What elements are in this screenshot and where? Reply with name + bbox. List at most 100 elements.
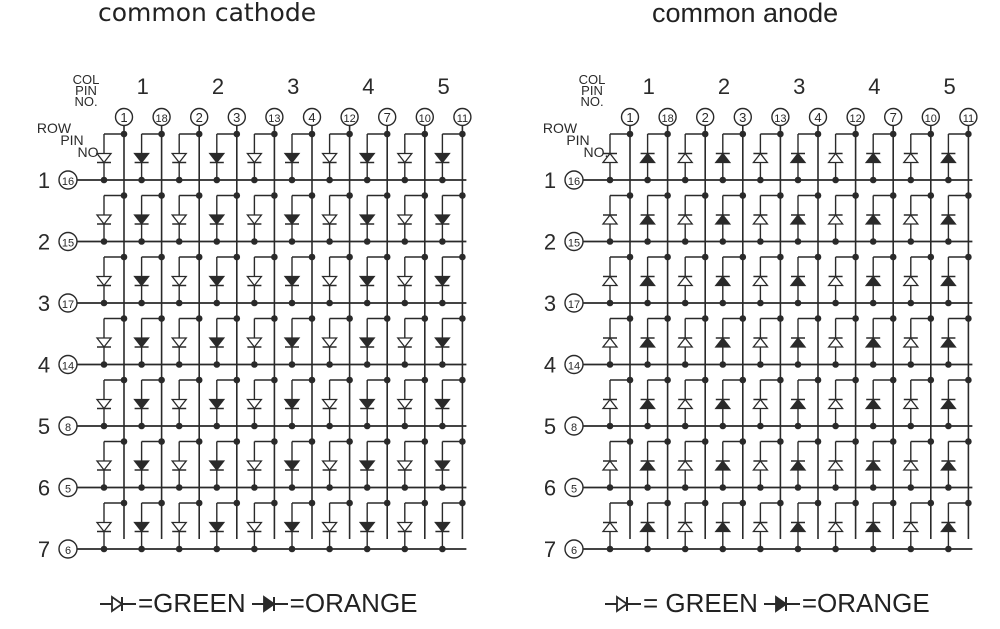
junction-dot xyxy=(927,499,935,507)
junction-dot xyxy=(945,484,952,491)
row-pin-header-label: ROW xyxy=(37,120,72,136)
row-number: 5 xyxy=(544,414,556,439)
junction-dot xyxy=(439,176,446,184)
junction-dot xyxy=(757,484,764,491)
junction-dot xyxy=(832,361,839,368)
junction-dot xyxy=(363,361,371,368)
junction-dot xyxy=(421,315,429,322)
junction-dot xyxy=(120,192,128,199)
junction-dot xyxy=(288,361,296,368)
junction-dot xyxy=(852,253,859,261)
junction-dot xyxy=(965,438,972,445)
junction-dot xyxy=(346,376,353,384)
junction-dot xyxy=(869,484,877,491)
green-led-icon xyxy=(95,460,113,472)
junction-dot xyxy=(401,361,409,368)
green-led-icon xyxy=(321,214,338,226)
orange-led-icon xyxy=(133,337,150,349)
col-pin-circle xyxy=(189,107,209,127)
orange-led-icon xyxy=(208,152,226,164)
junction-dot xyxy=(439,484,446,491)
col-pin-number: 7 xyxy=(384,110,391,125)
junction-dot xyxy=(794,484,802,491)
green-led-icon xyxy=(396,521,414,533)
junction-dot xyxy=(120,376,128,384)
col-pin-number: 1 xyxy=(120,110,127,125)
green-led-icon xyxy=(902,336,920,348)
junction-dot xyxy=(158,499,165,507)
junction-dot xyxy=(777,438,784,445)
junction-dot xyxy=(907,299,915,307)
junction-dot xyxy=(439,238,446,245)
junction-dot xyxy=(869,176,877,184)
green-led-icon xyxy=(601,398,619,410)
row-pin-number: 14 xyxy=(568,361,580,373)
junction-dot xyxy=(701,376,709,384)
junction-dot xyxy=(363,484,371,491)
junction-dot xyxy=(346,499,353,507)
green-led-icon xyxy=(827,521,844,533)
row-pin-number: 6 xyxy=(65,545,71,557)
junction-dot xyxy=(100,484,108,491)
junction-dot xyxy=(138,299,145,307)
junction-dot xyxy=(701,315,709,322)
orange-led-icon xyxy=(133,460,150,472)
junction-dot xyxy=(288,545,296,553)
row-pin-number: 6 xyxy=(571,545,577,557)
orange-led-icon xyxy=(434,214,451,226)
junction-dot xyxy=(832,484,839,491)
junction-dot xyxy=(719,484,727,491)
column-number: 4 xyxy=(868,74,880,99)
green-led-icon xyxy=(246,152,263,164)
orange-led-legend-icon xyxy=(763,594,800,613)
junction-dot xyxy=(626,253,634,261)
junction-dot xyxy=(681,484,689,491)
orange-led-icon xyxy=(434,337,451,349)
orange-led-icon xyxy=(358,337,376,349)
orange-led-icon xyxy=(283,460,301,472)
orange-led-icon xyxy=(714,521,732,533)
col-pin-circle xyxy=(658,107,677,127)
orange-led-icon xyxy=(789,336,807,348)
orange-led-icon xyxy=(358,214,376,226)
junction-dot xyxy=(271,438,278,445)
row-number: 2 xyxy=(38,230,50,255)
junction-dot xyxy=(326,484,333,491)
orange-led-icon xyxy=(940,398,957,410)
green-led-icon xyxy=(95,521,113,533)
junction-dot xyxy=(626,315,634,322)
orange-led-icon xyxy=(714,398,732,410)
junction-dot xyxy=(777,315,784,322)
column-number: 2 xyxy=(212,74,224,99)
green-led-icon xyxy=(676,521,694,533)
junction-dot xyxy=(175,545,183,553)
orange-led-icon xyxy=(789,398,807,410)
junction-dot xyxy=(965,376,972,384)
junction-dot xyxy=(195,130,203,138)
junction-dot xyxy=(459,315,466,322)
green-led-icon xyxy=(676,459,694,471)
row-pin-number: 5 xyxy=(65,484,71,496)
col-pin-circle xyxy=(340,107,359,127)
junction-dot xyxy=(401,484,409,491)
row-pin-number: 15 xyxy=(568,238,580,250)
orange-led-icon xyxy=(358,152,376,164)
junction-dot xyxy=(346,192,353,199)
column-number: 1 xyxy=(137,74,149,99)
orange-led-icon xyxy=(283,275,301,287)
junction-dot xyxy=(401,545,409,553)
col-pin-number: 3 xyxy=(739,110,746,125)
orange-led-icon xyxy=(639,398,656,410)
junction-dot xyxy=(421,253,429,261)
junction-dot xyxy=(644,422,651,430)
green-led-icon xyxy=(170,460,188,472)
junction-dot xyxy=(346,130,353,138)
junction-dot xyxy=(832,176,839,184)
junction-dot xyxy=(606,238,614,245)
junction-dot xyxy=(195,253,203,261)
green-legend-label: =GREEN xyxy=(138,588,246,618)
junction-dot xyxy=(852,130,859,138)
junction-dot xyxy=(945,361,952,368)
junction-dot xyxy=(459,376,466,384)
